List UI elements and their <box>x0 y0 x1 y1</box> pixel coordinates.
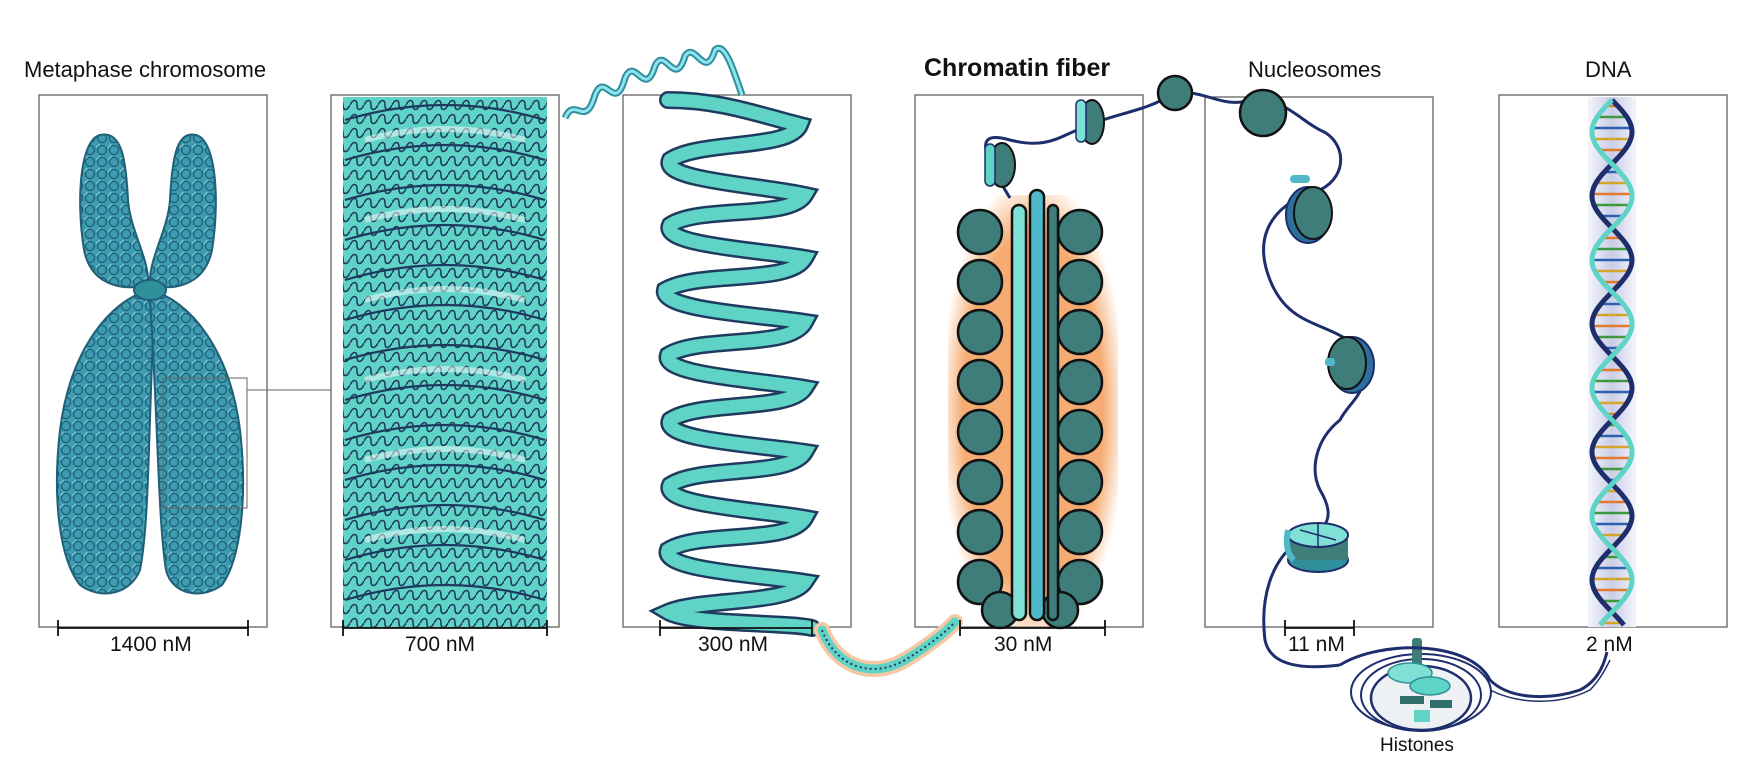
label-histones: Histones <box>1380 735 1454 756</box>
panel-frame-11 <box>1204 96 1434 628</box>
scale-label-11: 11 nM <box>1288 633 1345 656</box>
title-nucleosomes: Nucleosomes <box>1248 57 1381 82</box>
nucleosomes-illustration <box>1283 175 1375 573</box>
panel-frame-metaphase <box>38 94 268 628</box>
scale-bar-300 <box>659 620 813 636</box>
zigzag-fiber-300-illustration <box>648 91 821 637</box>
scale-bar-700 <box>342 620 548 636</box>
dna-double-helix-illustration <box>1588 97 1636 627</box>
scale-bar-30 <box>959 620 1106 636</box>
title-metaphase-chromosome: Metaphase chromosome <box>24 57 266 82</box>
scale-label-30: 30 nM <box>994 633 1052 656</box>
scale-label-300: 300 nM <box>698 633 768 656</box>
chromatin-fiber-30-illustration <box>948 188 1118 630</box>
zoom-region-box <box>162 377 248 509</box>
metaphase-chromosome-illustration <box>55 133 331 595</box>
chromatin-loops-700-illustration <box>343 97 547 627</box>
scale-bar-1400 <box>57 620 249 636</box>
dna-strand-upper <box>984 74 1367 669</box>
histones-illustration <box>1339 638 1611 732</box>
scale-label-700: 700 nM <box>405 633 475 656</box>
title-dna: DNA <box>1585 57 1632 82</box>
scale-label-2: 2 nM <box>1586 633 1633 656</box>
scale-label-1400: 1400 nM <box>110 633 192 656</box>
nucleosome-open <box>1283 522 1349 573</box>
title-chromatin-fiber: Chromatin fiber <box>924 54 1110 82</box>
scale-bar-11 <box>1284 620 1355 636</box>
nucleosome-disk-stack <box>956 208 1104 630</box>
panel-frame-300 <box>622 94 852 628</box>
